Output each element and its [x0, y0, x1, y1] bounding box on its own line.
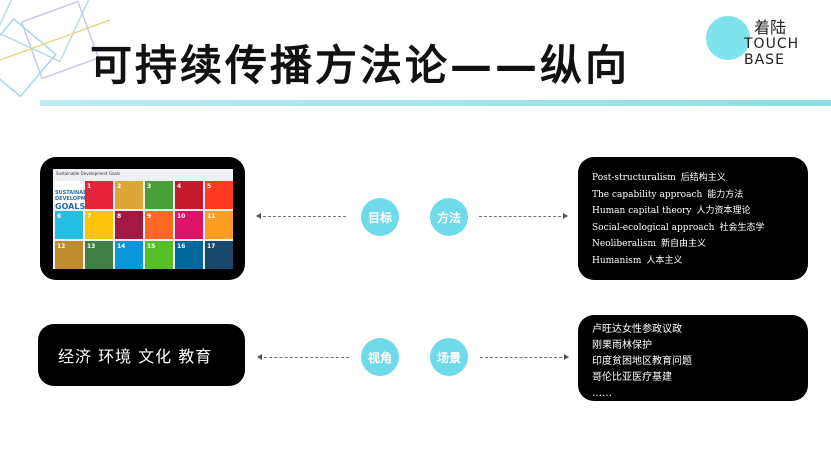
method-item: The capability approach 能力方法: [592, 187, 764, 204]
method-en: The capability approach: [592, 189, 703, 200]
method-cn: 后结构主义: [680, 173, 726, 183]
sdg-tile: 13: [85, 241, 113, 269]
scene-item: 印度贫困地区教育问题: [592, 356, 692, 367]
method-item: Social-ecological approach 社会生态学: [592, 220, 764, 237]
scene-item: 刚果雨林保护: [592, 340, 652, 351]
method-cn: 人本主义: [646, 255, 683, 266]
logo-circle-icon: [706, 16, 750, 60]
methods-list: Post-structuralism 后结构主义 The capability ap…: [592, 170, 764, 269]
sdg-goals-top: SUSTAINABLE DEVELOPMENT: [55, 190, 97, 202]
method-item: Human capital theory 人力资本理论: [592, 203, 764, 220]
sdg-tile-number: 4: [177, 183, 182, 190]
method-cn: 新自由主义: [661, 239, 707, 249]
sdg-tile: 10: [175, 211, 203, 239]
sdg-goals-tile: SUSTAINABLE DEVELOPMENT GOALS: [55, 181, 97, 211]
method-en: Human capital theory: [592, 206, 692, 216]
sdg-tile: 2: [115, 181, 143, 209]
method-cn: 能力方法: [707, 189, 744, 200]
goal-circle: 目标: [361, 198, 399, 236]
sdg-tile-number: 12: [57, 243, 66, 250]
sdg-tile-number: 15: [147, 243, 156, 250]
sdg-tile-number: 2: [117, 183, 122, 190]
decorative-lines: [0, 0, 111, 98]
sdg-tile: 11: [205, 211, 233, 239]
sdg-tile: 7: [85, 211, 113, 239]
sdg-panel: Sustainable Development Goals SUSTAINABL…: [40, 157, 245, 280]
sdg-tile: 14: [115, 241, 143, 269]
scenes-list: 卢旺达女性参政议政刚果雨林保护印度贫困地区教育问题哥伦比亚医疗基建 ……: [592, 322, 692, 402]
scenes-panel: 卢旺达女性参政议政刚果雨林保护印度贫困地区教育问题哥伦比亚医疗基建 ……: [578, 315, 808, 401]
sdg-tile: 17: [205, 241, 233, 269]
sdg-tile-number: 3: [147, 183, 152, 190]
method-item: Neoliberalism 新自由主义: [592, 236, 764, 253]
page-title: 可持续传播方法论——纵向: [90, 41, 631, 90]
sdg-tile-number: 16: [177, 243, 186, 250]
sdg-tile-number: 10: [177, 213, 186, 220]
sdg-tile-number: 17: [207, 243, 216, 250]
perspectives-text: 经济 环境 文化 教育: [58, 347, 213, 366]
method-cn: 社会生态学: [719, 222, 765, 233]
scene-item: ……: [592, 388, 612, 399]
sdg-goals-big: GOALS: [55, 202, 86, 211]
sdg-tile-number: 5: [207, 183, 212, 190]
method-en: Post-structuralism: [592, 173, 676, 183]
perspective-circle: 视角: [361, 338, 399, 376]
sdg-tile: 15: [145, 241, 173, 269]
scene-circle: 场景: [430, 338, 468, 376]
logo-cn-text: 着陆: [754, 18, 787, 37]
logo-en-line2: BASE: [744, 52, 785, 68]
title-underline: [40, 100, 831, 106]
methods-panel: Post-structuralism 后结构主义 The capability ap…: [578, 157, 808, 280]
sdg-image: Sustainable Development Goals SUSTAINABL…: [53, 169, 233, 269]
sdg-tile-number: 11: [207, 213, 216, 220]
sdg-tile: 12: [55, 241, 83, 269]
sdg-tile: 1: [85, 181, 113, 209]
arrow-scene-right: [480, 354, 569, 360]
method-en: Social-ecological approach: [592, 222, 715, 233]
arrow-method-right: [479, 213, 568, 219]
arrow-perspective-left: [257, 354, 349, 360]
sdg-tile-number: 14: [117, 243, 126, 250]
sdg-tile: 8: [115, 211, 143, 239]
perspectives-panel: 经济 环境 文化 教育: [38, 324, 245, 386]
sdg-tile: 3: [145, 181, 173, 209]
sdg-tile-number: 13: [87, 243, 96, 250]
sdg-tile: 4: [175, 181, 203, 209]
sdg-tile: 5: [205, 181, 233, 209]
sdg-header: Sustainable Development Goals: [56, 171, 121, 176]
scene-item: 哥伦比亚医疗基建: [592, 372, 672, 383]
method-cn: 人力资本理论: [696, 206, 751, 216]
sdg-tile: 9: [145, 211, 173, 239]
method-circle: 方法: [430, 198, 468, 236]
scene-item: 卢旺达女性参政议政: [592, 324, 682, 335]
sdg-tile: 16: [175, 241, 203, 269]
sdg-tile: 6: [55, 211, 83, 239]
sdg-tile-number: 1: [87, 183, 92, 190]
arrow-goal-left: [256, 213, 346, 219]
method-item: Humanism 人本主义: [592, 253, 764, 270]
method-item: Post-structuralism 后结构主义: [592, 170, 764, 187]
logo-en-line1: TOUCH: [744, 36, 800, 52]
sdg-tile-number: 8: [117, 213, 122, 220]
sdg-tile-number: 6: [57, 213, 62, 220]
touchbase-logo: 着陆 TOUCH BASE: [706, 14, 816, 74]
method-en: Neoliberalism: [592, 239, 657, 249]
sdg-tile-number: 7: [87, 213, 92, 220]
sdg-tile-number: 9: [147, 213, 152, 220]
method-en: Humanism: [592, 255, 642, 266]
